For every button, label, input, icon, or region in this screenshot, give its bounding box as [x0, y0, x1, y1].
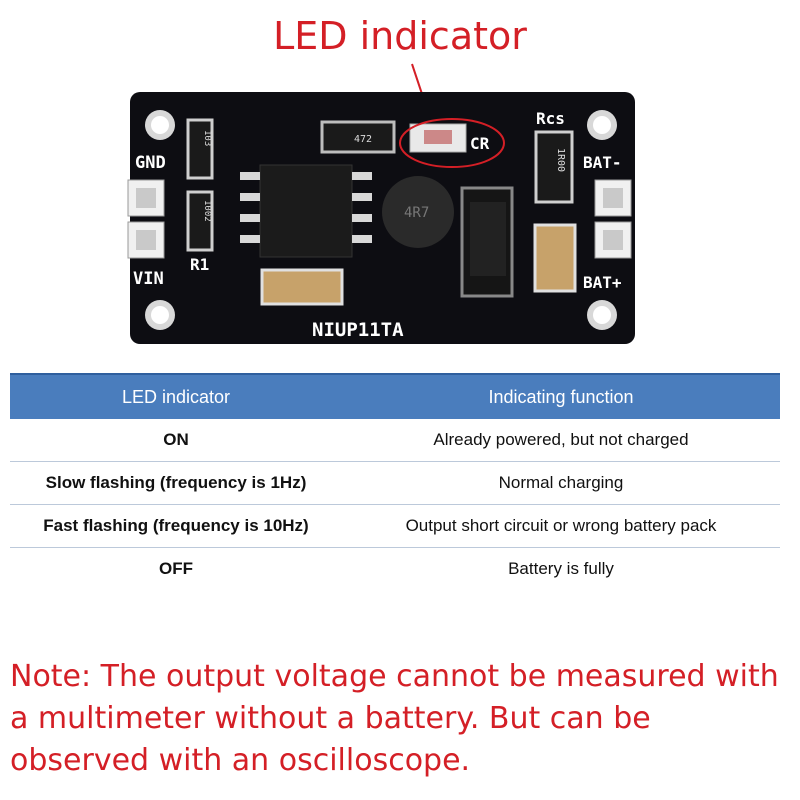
mount-hole: [151, 306, 169, 324]
resistor-label: 103: [202, 130, 212, 146]
mount-hole: [593, 116, 611, 134]
resistor-label: 1002: [202, 200, 212, 222]
capacitor-tan: [533, 223, 577, 293]
table-header-row: LED indicator Indicating function: [10, 373, 780, 419]
header-led-indicator: LED indicator: [10, 373, 342, 419]
row-function: Battery is fully: [508, 559, 614, 578]
row-function: Output short circuit or wrong battery pa…: [342, 504, 780, 548]
silk-r1: R1: [190, 255, 209, 274]
row-state: ON: [10, 419, 342, 462]
pad-gnd: [127, 179, 165, 217]
rcs-label: 1R00: [555, 148, 566, 172]
table-row: ON Already powered, but not charged: [10, 419, 780, 462]
silk-bat-minus: BAT-: [583, 153, 622, 172]
pcb-board-image: GND VIN R1 Rcs CR BAT- BAT+ NIUP11TA 103…: [127, 63, 635, 344]
resistor-rcs: [534, 130, 574, 204]
silk-vin: VIN: [133, 269, 164, 289]
table-row: Fast flashing (frequency is 10Hz) Output…: [10, 504, 780, 548]
silk-gnd: GND: [135, 153, 166, 173]
resistor-smd: [186, 118, 214, 180]
capacitor-tan: [260, 268, 344, 306]
silk-rcs: Rcs: [536, 109, 565, 128]
led-callout-ellipse: [399, 118, 505, 168]
row-state: Fast flashing (frequency is 10Hz): [10, 504, 342, 548]
led-status-table: LED indicator Indicating function ON Alr…: [10, 373, 780, 590]
header-indicating-function: Indicating function: [342, 373, 780, 419]
row-state: OFF: [159, 559, 193, 578]
inductor: [382, 176, 454, 248]
table-row: OFF Battery is fully: [10, 548, 780, 591]
capacitor-smd: [320, 120, 396, 154]
mount-hole: [593, 306, 611, 324]
row-function: Normal charging: [342, 461, 780, 505]
mount-hole: [151, 116, 169, 134]
resistor-r1: [186, 190, 214, 252]
measurement-note: Note: The output voltage cannot be measu…: [10, 659, 779, 778]
silk-bat-plus: BAT+: [583, 273, 622, 292]
silk-model: NIUP11TA: [312, 319, 404, 341]
row-state: Slow flashing (frequency is 1Hz): [10, 461, 342, 505]
led-indicator-title: LED indicator: [273, 14, 527, 58]
table-row: Slow flashing (frequency is 1Hz) Normal …: [10, 461, 780, 505]
capacitor-label: 472: [354, 134, 372, 145]
ic-chip: [259, 164, 353, 258]
row-function: Already powered, but not charged: [342, 419, 780, 462]
silk-cr: CR: [470, 134, 490, 153]
inductor-label: 4R7: [404, 205, 429, 221]
